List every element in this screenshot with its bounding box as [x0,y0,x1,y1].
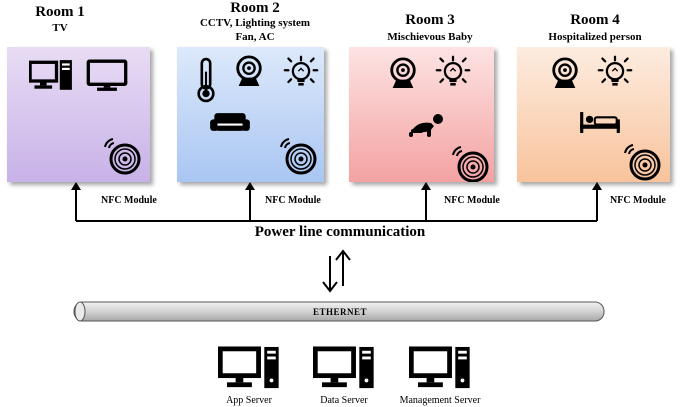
room-2-subtitle-2: Fan, AC [235,31,275,43]
management-server-icon [411,347,469,388]
room-1-subtitle: TV [52,22,68,34]
room-3-box [349,47,494,182]
ethernet-cable [73,301,605,322]
power-line-communication-label: Power line communication [254,224,426,240]
room-2-subtitle: CCTV, Lighting system [199,17,311,29]
nfc-label-2: NFC Module [265,195,321,206]
nfc-label-3: NFC Module [444,195,500,206]
nfc-label-1: NFC Module [101,195,157,206]
data-server-icon [315,347,373,388]
bidirectional-arrow-icon [322,249,351,293]
room-1-box [7,47,150,182]
nfc-up-arrows [71,182,602,190]
room-3-subtitle: Mischievous Baby [387,31,473,43]
room-2-title: Room 2 [230,0,280,16]
app-server-icon [220,347,278,388]
room-4-box [517,47,670,182]
power-line-bus [75,188,598,222]
room-4-subtitle: Hospitalized person [548,31,642,43]
room-3-title: Room 3 [405,12,455,28]
data-server-label: Data Server [320,395,368,406]
room-2-box [177,47,324,182]
ethernet-label: ETHERNET [312,307,367,317]
room-4-title: Room 4 [570,12,620,28]
app-server-label: App Server [226,395,272,406]
room-1-title: Room 1 [35,4,85,20]
management-server-label: Management Server [399,395,481,406]
nfc-label-4: NFC Module [610,195,666,206]
